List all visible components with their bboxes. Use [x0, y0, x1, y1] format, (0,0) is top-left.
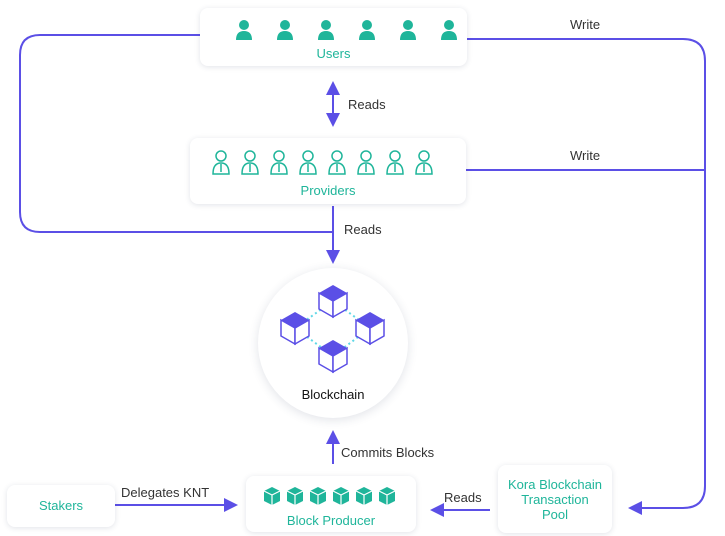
- edge-label-users-providers: Reads: [348, 97, 386, 112]
- user-icon: [235, 20, 252, 40]
- user-icon: [440, 20, 457, 40]
- edge-label-commits: Commits Blocks: [341, 445, 435, 460]
- cube-icon: [318, 340, 348, 374]
- pool-node[interactable]: Kora Blockchain Transaction Pool: [498, 465, 612, 533]
- providers-node[interactable]: Providers: [190, 138, 466, 204]
- pool-label-line-3: Pool: [541, 507, 569, 522]
- block-producer-node[interactable]: Block Producer: [246, 476, 416, 532]
- providers-icons: [190, 150, 466, 176]
- cube-icon: [355, 312, 385, 346]
- user-icon: [317, 20, 334, 40]
- block-producer-icon-row: [263, 487, 396, 505]
- blockchain-label: Blockchain: [301, 387, 365, 402]
- cube-icon: [332, 487, 350, 505]
- provider-icon: [415, 150, 433, 175]
- pool-label: Kora Blockchain Transaction Pool: [498, 477, 612, 522]
- user-icon: [358, 20, 375, 40]
- edge-label-delegates: Delegates KNT: [121, 485, 210, 500]
- provider-icon: [241, 150, 259, 175]
- provider-icon: [386, 150, 404, 175]
- edge-label-pool-reads: Reads: [444, 490, 482, 505]
- cube-icon: [318, 285, 348, 319]
- edge-users-loop: [19, 34, 333, 233]
- edge-users-write: [467, 38, 706, 515]
- blockchain-graphic: [280, 285, 385, 374]
- users-node[interactable]: Users: [200, 8, 467, 66]
- edge-label-providers-write: Write: [570, 148, 601, 163]
- stakers-label: Stakers: [38, 498, 84, 513]
- providers-icon-row: [212, 150, 433, 175]
- users-icons: [200, 19, 467, 43]
- provider-icon: [270, 150, 288, 175]
- pool-label-line-2: Transaction: [521, 492, 589, 507]
- cube-icon: [355, 487, 373, 505]
- pool-label-line-1: Kora Blockchain: [508, 477, 602, 492]
- users-icon-row: [235, 20, 457, 40]
- users-label: Users: [316, 46, 351, 61]
- cube-icon: [378, 487, 396, 505]
- provider-icon: [328, 150, 346, 175]
- provider-icon: [299, 150, 317, 175]
- cube-icon: [286, 487, 304, 505]
- providers-label: Providers: [300, 183, 356, 198]
- block-producer-label: Block Producer: [286, 513, 376, 528]
- provider-icon: [357, 150, 375, 175]
- edge-label-to-blockchain: Reads: [344, 222, 382, 237]
- user-icon: [399, 20, 416, 40]
- stakers-node[interactable]: Stakers: [7, 485, 115, 527]
- block-producer-icons: [246, 486, 416, 506]
- cube-icon: [263, 487, 281, 505]
- edge-label-users-write: Write: [570, 17, 601, 32]
- cube-icon: [309, 487, 327, 505]
- cube-icon: [280, 312, 310, 346]
- user-icon: [276, 20, 293, 40]
- provider-icon: [212, 150, 230, 175]
